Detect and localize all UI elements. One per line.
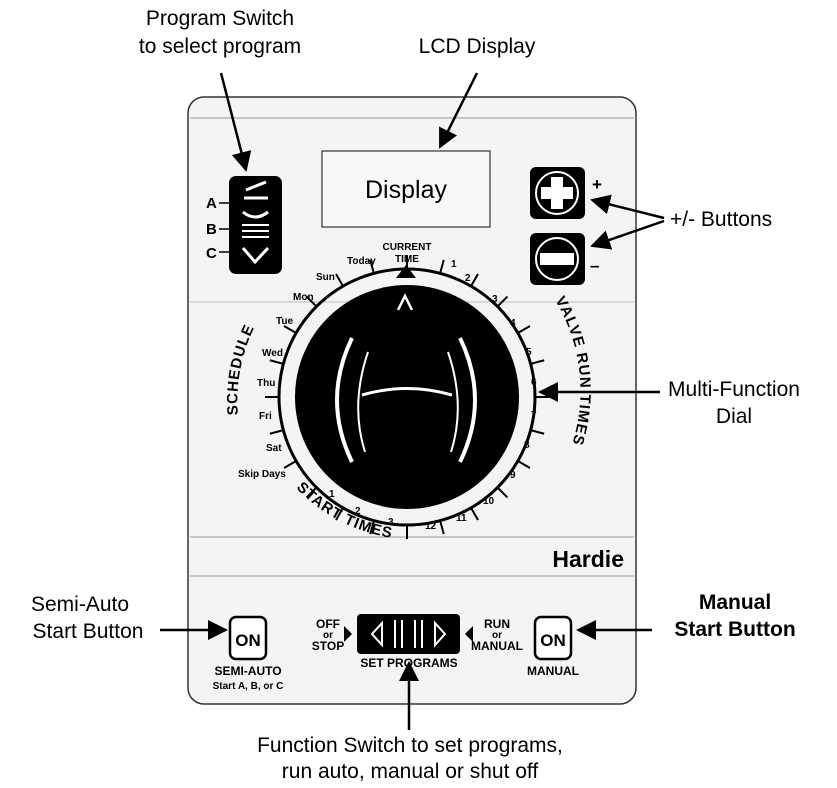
dial-tick: [283, 325, 297, 334]
dial-tick: [517, 325, 531, 334]
day-thu: Thu: [257, 378, 275, 389]
callout-function-switch-2: run auto, manual or shut off: [282, 760, 539, 783]
callout-program-switch-2: to select program: [139, 35, 301, 58]
run-manual-label-2: or: [492, 630, 502, 641]
day-fri: Fri: [259, 411, 272, 422]
program-letter-a: A: [206, 195, 217, 212]
plus-button[interactable]: [530, 167, 585, 219]
semi-auto-label-1: SEMI-AUTO: [214, 664, 281, 678]
off-stop-label-2: or: [323, 630, 333, 641]
brand-logo: Hardie: [552, 546, 624, 572]
dial-tick: [335, 273, 344, 287]
valve-num-8: 8: [524, 440, 530, 451]
minus-button[interactable]: [530, 233, 585, 285]
dial-tick: [496, 486, 509, 499]
callout-multi-function-2: Dial: [716, 405, 752, 428]
dial-ticks: [265, 255, 549, 539]
current-time-pointer: [396, 265, 416, 278]
dial-tick: [369, 259, 375, 274]
callout-program-switch-1: Program Switch: [146, 7, 294, 30]
dial-tick: [496, 295, 509, 308]
current-time-label-1: CURRENT: [383, 242, 432, 253]
dial-tick: [439, 259, 445, 274]
day-sat: Sat: [266, 443, 282, 454]
program-switch[interactable]: [229, 176, 282, 274]
callout-multi-function-1: Multi-Function: [668, 378, 800, 401]
arrow-plus-button: [590, 194, 665, 220]
callout-function-switch-1: Function Switch to set programs,: [257, 734, 563, 757]
manual-label: MANUAL: [527, 664, 579, 678]
arrow-lcd-display: [438, 72, 479, 149]
dial-tick: [305, 295, 318, 308]
callout-semi-auto-2: Start Button: [33, 620, 144, 643]
callout-plus-minus: +/- Buttons: [670, 208, 772, 231]
function-right-arrow: [465, 626, 473, 642]
valve-num-12: 12: [425, 521, 437, 532]
callout-manual-start-2: Start Button: [674, 618, 795, 641]
dial-tick: [269, 429, 284, 435]
valve-num-9: 9: [510, 470, 516, 481]
day-skip-days: Skip Days: [238, 469, 286, 480]
lcd-display-text: Display: [365, 176, 447, 204]
minus-sign: –: [590, 256, 599, 275]
off-stop-label-3: STOP: [312, 639, 344, 653]
day-sun: Sun: [316, 272, 335, 283]
semi-auto-on-text: ON: [235, 631, 261, 650]
day-tue: Tue: [276, 316, 293, 327]
dial-tick: [369, 520, 375, 535]
run-manual-label-1: RUN: [484, 617, 510, 631]
arrow-program-switch: [219, 72, 252, 172]
day-mon: Mon: [293, 292, 314, 303]
function-switch[interactable]: [357, 614, 460, 654]
program-letter-b: B: [206, 221, 217, 238]
manual-on-button[interactable]: [533, 615, 573, 661]
callout-manual-start-1: Manual: [699, 591, 771, 614]
dial-tick: [470, 507, 479, 521]
dial-tick: [439, 520, 445, 535]
dial-tick: [269, 359, 284, 365]
function-left-arrow: [344, 626, 352, 642]
program-letter-c: C: [206, 245, 217, 262]
valve-num-4: 4: [510, 318, 516, 329]
callout-semi-auto-1: Semi-Auto: [31, 593, 129, 616]
day-wed: Wed: [262, 348, 283, 359]
valve-num-11: 11: [456, 513, 467, 524]
dial-tick: [530, 429, 545, 435]
start-num-2: 2: [355, 506, 361, 517]
dial-tick: [335, 507, 344, 521]
dial-tick: [530, 359, 545, 365]
current-time-label-2: TIME: [395, 254, 419, 265]
dial-tick: [283, 460, 297, 469]
dial-tick: [305, 486, 318, 499]
valve-num-1: 1: [451, 259, 457, 270]
plus-sign: +: [592, 175, 602, 194]
semi-auto-on-button[interactable]: [228, 615, 268, 661]
valve-num-6: 6: [531, 377, 537, 388]
valve-num-10: 10: [483, 496, 495, 507]
semi-auto-label-2: Start A, B, or C: [213, 681, 284, 692]
multi-function-dial[interactable]: [295, 285, 519, 509]
start-num-3: 3: [388, 517, 394, 528]
start-num-1: 1: [329, 489, 335, 500]
valve-num-7: 7: [531, 410, 537, 421]
callout-lcd-display: LCD Display: [419, 35, 536, 58]
day-today: Today: [347, 256, 376, 267]
lcd-display: [321, 150, 491, 228]
run-manual-label-3: MANUAL: [471, 639, 523, 653]
dial-tick: [470, 273, 479, 287]
valve-num-2: 2: [465, 273, 471, 284]
arrow-minus-button: [590, 219, 665, 250]
valve-num-5: 5: [526, 347, 532, 358]
manual-on-text: ON: [540, 631, 566, 650]
dial-tick: [517, 460, 531, 469]
off-stop-label-1: OFF: [316, 617, 340, 631]
valve-num-3: 3: [492, 294, 498, 305]
